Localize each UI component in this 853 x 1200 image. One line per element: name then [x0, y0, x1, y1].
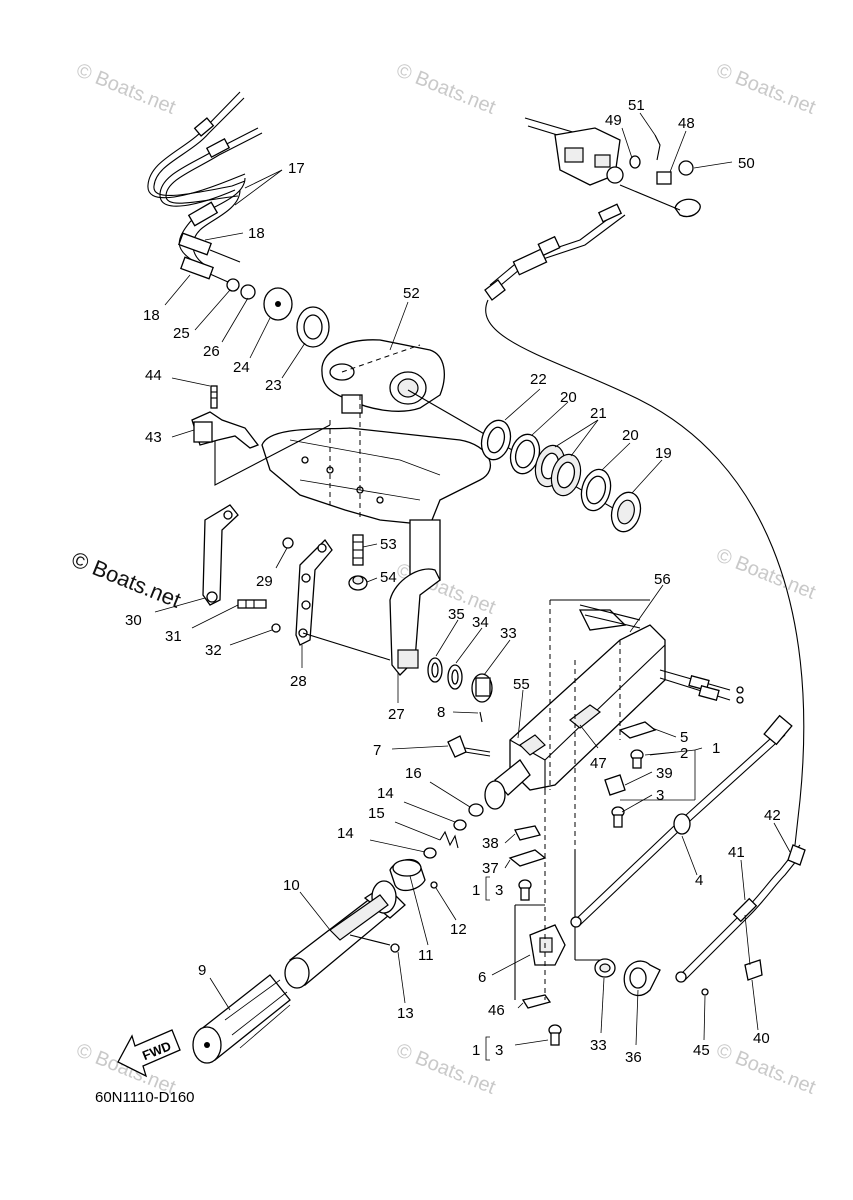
callout-18b: 18 — [143, 307, 160, 324]
callout-55: 55 — [513, 676, 530, 693]
callout-5: 5 — [680, 729, 688, 746]
leader-lines — [154, 112, 791, 1061]
callout-54: 54 — [380, 569, 397, 586]
callout-25: 25 — [173, 325, 190, 342]
callout-34: 34 — [472, 614, 489, 631]
lower-brackets — [508, 790, 566, 1046]
callout-2: 2 — [680, 745, 688, 762]
callout-27: 27 — [388, 706, 405, 723]
callout-23: 23 — [265, 377, 282, 394]
cable-41-42 — [675, 844, 806, 996]
callout-40: 40 — [753, 1030, 770, 1047]
watermark-dark: © Boats.net — [68, 546, 184, 612]
steering-bracket-52 — [321, 339, 445, 414]
spring-15 — [423, 803, 484, 859]
callout-labels: 51 49 48 50 17 18 18 25 26 24 23 52 44 4… — [125, 97, 781, 1066]
callout-21: 21 — [590, 405, 607, 422]
mount-plate — [214, 395, 492, 581]
callout-28: 28 — [290, 673, 307, 690]
washers-35-34-33 — [427, 657, 493, 703]
callout-49: 49 — [605, 112, 622, 129]
callout-20b: 20 — [622, 427, 639, 444]
callout-52: 52 — [403, 285, 420, 302]
callout-39: 39 — [656, 765, 673, 782]
watermark: © Boats.net — [393, 1039, 499, 1099]
callout-32: 32 — [205, 642, 222, 659]
callout-44: 44 — [145, 367, 162, 384]
callout-33: 33 — [500, 625, 517, 642]
callout-1c: 1 — [472, 1042, 480, 1059]
watermarks: © Boats.net © Boats.net © Boats.net © Bo… — [68, 59, 819, 1099]
callout-43: 43 — [145, 429, 162, 446]
callout-8: 8 — [437, 704, 445, 721]
watermark: © Boats.net — [713, 544, 819, 604]
callout-13: 13 — [397, 1005, 414, 1022]
callout-26: 26 — [203, 343, 220, 360]
callout-17: 17 — [288, 160, 305, 177]
throttle-cables — [147, 91, 330, 348]
callout-11: 11 — [418, 947, 434, 964]
callout-41: 41 — [728, 844, 745, 861]
cable-arc — [484, 203, 805, 846]
screw-7 — [447, 711, 491, 758]
callout-53: 53 — [380, 536, 397, 553]
callout-15: 15 — [368, 805, 385, 822]
callout-3b: 3 — [495, 882, 503, 899]
drawing-code: 60N1110-D160 — [95, 1089, 195, 1106]
callout-38: 38 — [482, 835, 499, 852]
bracket-43 — [191, 385, 260, 449]
callout-6: 6 — [478, 969, 486, 986]
callout-48: 48 — [678, 115, 695, 132]
callout-30: 30 — [125, 612, 142, 629]
watermark: © Boats.net — [713, 1039, 819, 1099]
callout-14b: 14 — [337, 825, 354, 842]
callout-35: 35 — [448, 606, 465, 623]
callout-24: 24 — [233, 359, 250, 376]
callout-22: 22 — [530, 371, 547, 388]
callout-4: 4 — [695, 872, 703, 889]
steering-handle-tube — [484, 599, 744, 850]
callout-36: 36 — [625, 1049, 642, 1066]
callout-50: 50 — [738, 155, 755, 172]
callout-18: 18 — [248, 225, 265, 242]
small-brackets — [604, 721, 657, 828]
callout-1: 1 — [712, 740, 720, 757]
callout-33b: 33 — [590, 1037, 607, 1054]
stud-53-nut-54 — [348, 534, 368, 591]
callout-56: 56 — [654, 571, 671, 588]
callout-20: 20 — [560, 389, 577, 406]
callout-51: 51 — [628, 97, 645, 114]
callout-12: 12 — [450, 921, 467, 938]
parts-33-36 — [574, 850, 661, 997]
throttle-grip — [192, 858, 438, 1064]
callout-46: 46 — [488, 1002, 505, 1019]
callout-14: 14 — [377, 785, 394, 802]
steering-links — [202, 504, 391, 661]
callout-1b: 1 — [472, 882, 480, 899]
callout-45: 45 — [693, 1042, 710, 1059]
callout-37: 37 — [482, 860, 499, 877]
watermark: © Boats.net — [713, 59, 819, 119]
callout-3: 3 — [656, 787, 664, 804]
callout-9: 9 — [198, 962, 206, 979]
lever-27 — [389, 568, 441, 676]
callout-19: 19 — [655, 445, 672, 462]
callout-31: 31 — [165, 628, 182, 645]
washer-stack — [407, 389, 642, 533]
watermark: © Boats.net — [73, 59, 179, 119]
callout-47: 47 — [590, 755, 607, 772]
watermark: © Boats.net — [393, 59, 499, 119]
callout-10: 10 — [283, 877, 300, 894]
callout-42: 42 — [764, 807, 781, 824]
callout-16: 16 — [405, 765, 422, 782]
callout-3c: 3 — [495, 1042, 503, 1059]
callout-29: 29 — [256, 573, 273, 590]
callout-7: 7 — [373, 742, 381, 759]
cable-4 — [570, 714, 793, 928]
throttle-assembly-top — [524, 117, 701, 218]
